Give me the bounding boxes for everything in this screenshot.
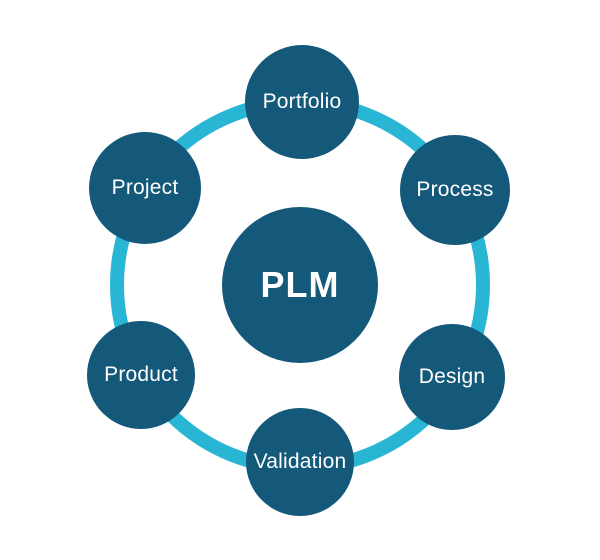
node-project: Project bbox=[89, 132, 201, 244]
node-portfolio: Portfolio bbox=[245, 45, 359, 159]
node-design-label: Design bbox=[418, 365, 486, 388]
node-product-label: Product bbox=[104, 363, 178, 386]
node-plm-center-label: PLM bbox=[260, 264, 340, 305]
node-process-label: Process bbox=[416, 178, 494, 201]
node-validation-label: Validation bbox=[253, 450, 347, 473]
node-product: Product bbox=[87, 321, 195, 429]
node-project-label: Project bbox=[111, 176, 179, 199]
node-design: Design bbox=[399, 324, 505, 430]
node-validation: Validation bbox=[246, 408, 354, 516]
node-process: Process bbox=[400, 135, 510, 245]
node-portfolio-label: Portfolio bbox=[262, 90, 342, 113]
node-plm-center: PLM bbox=[222, 207, 378, 363]
